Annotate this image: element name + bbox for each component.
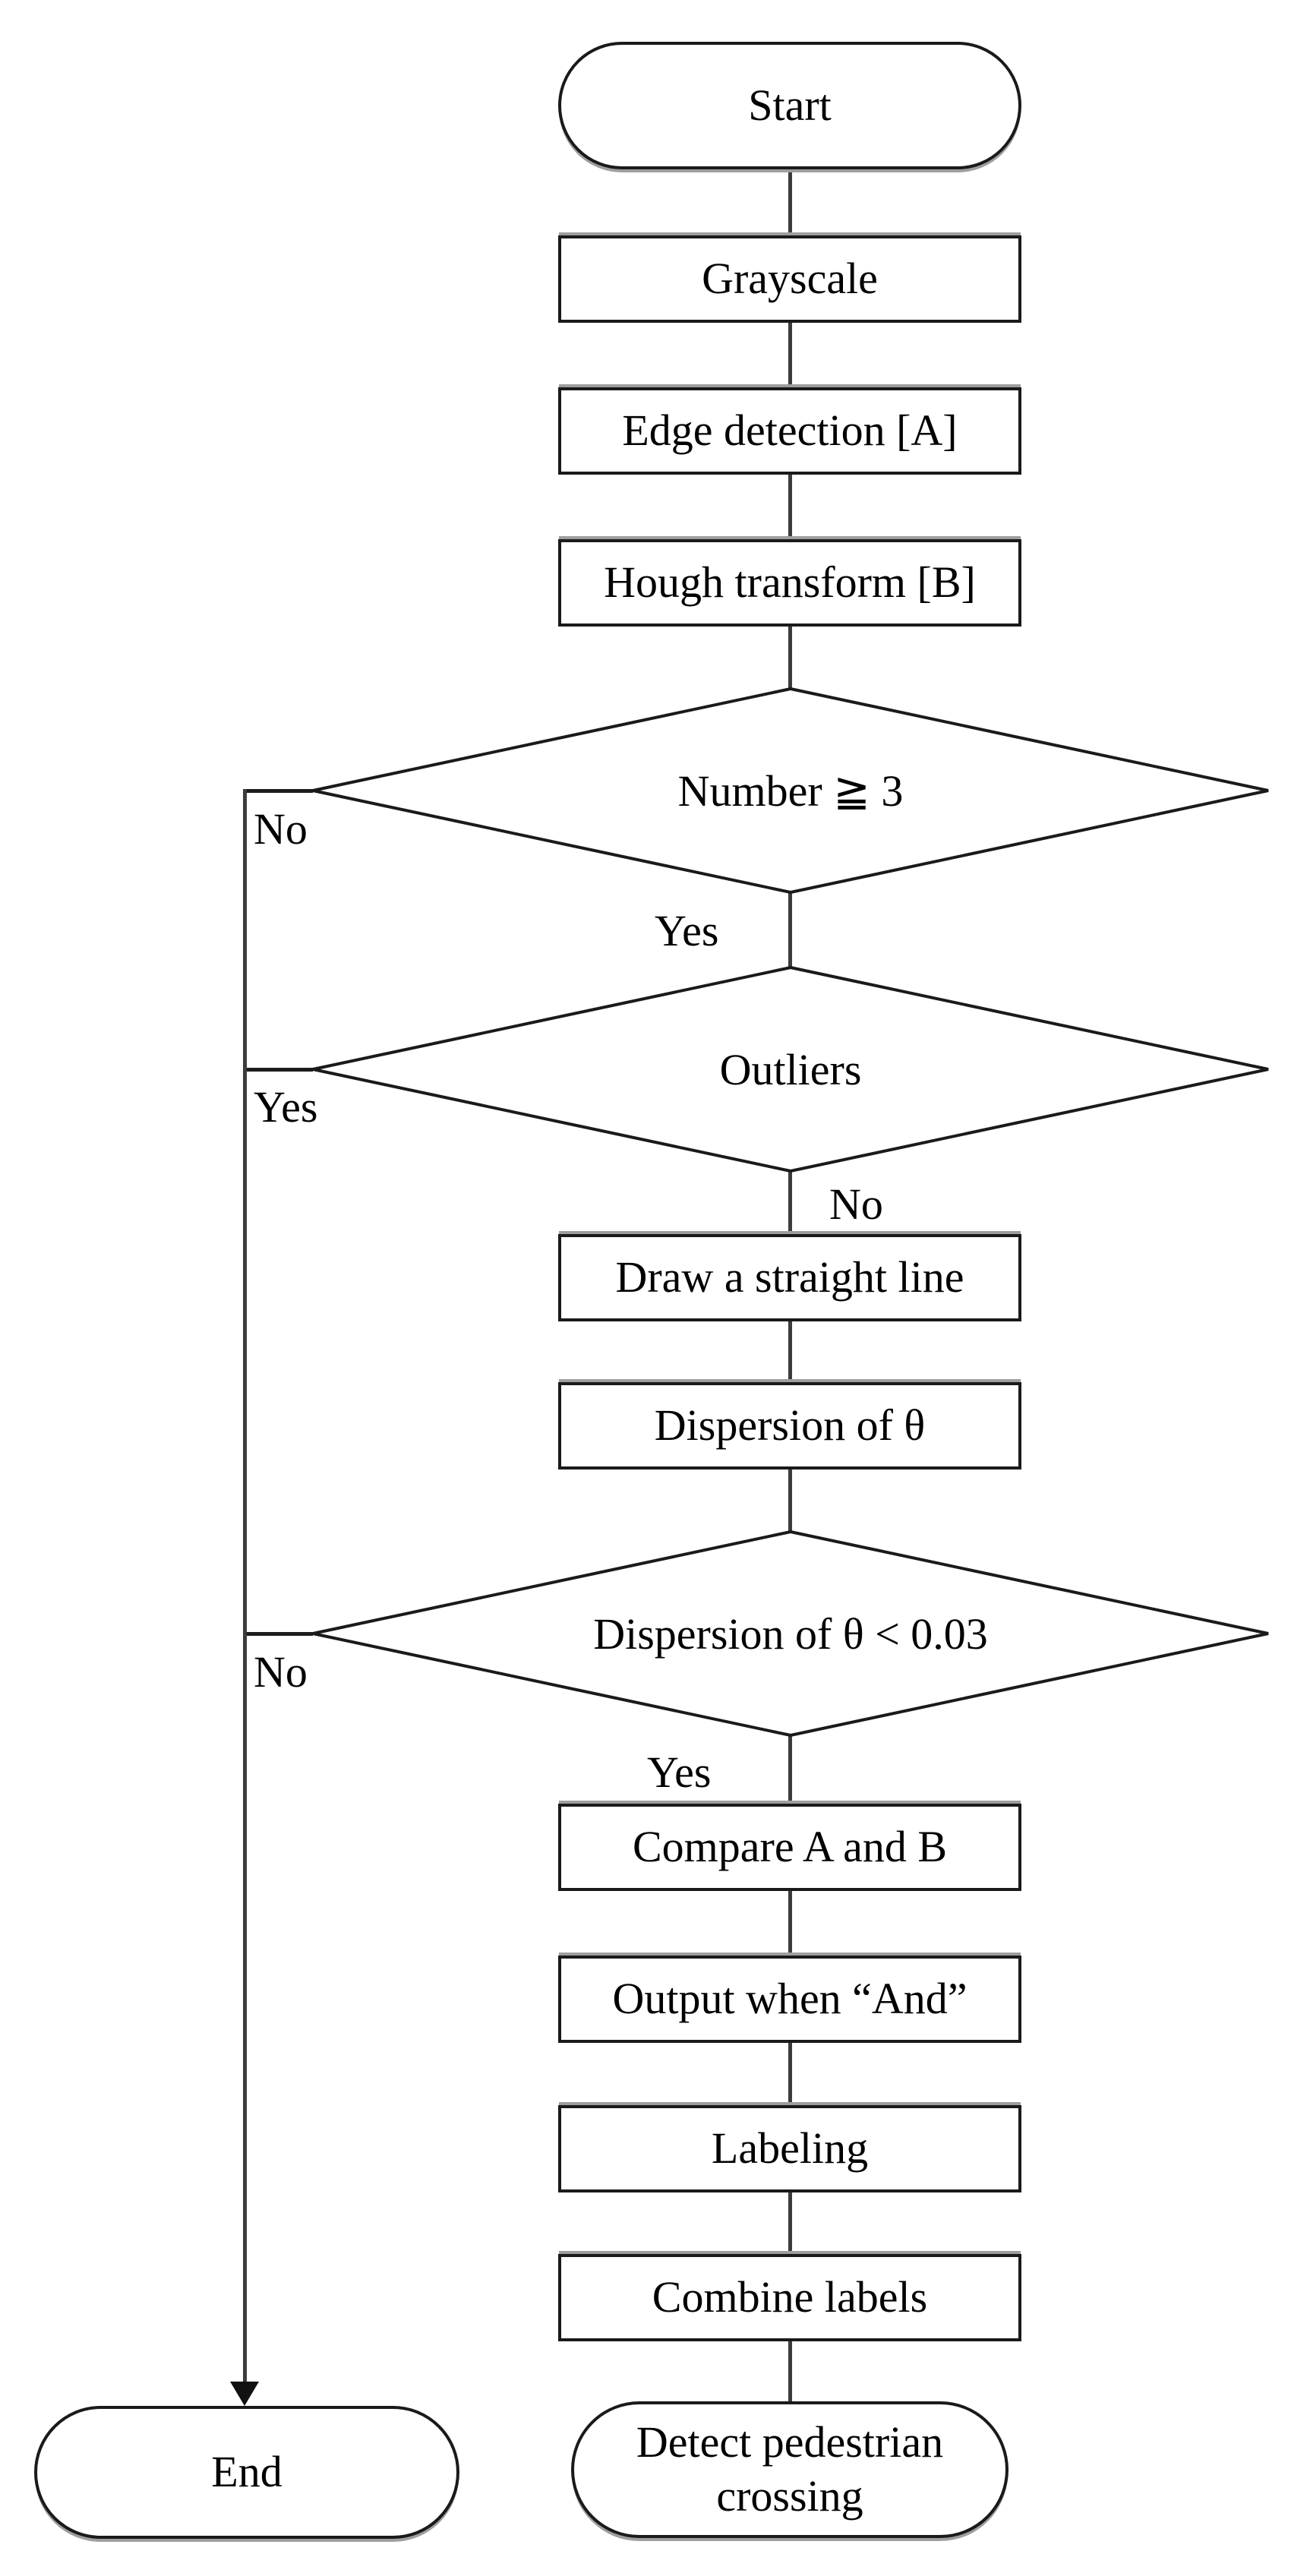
connector-combine-detect	[788, 2340, 792, 2403]
node-dispersion: Dispersion of θ	[558, 1382, 1021, 1470]
node-end-label: End	[211, 2447, 283, 2497]
connector-outliers-yes-stub	[245, 1068, 313, 1072]
connector-number-no-stub	[245, 789, 313, 793]
decision-dispersion: Dispersion of θ < 0.03	[310, 1530, 1271, 1737]
node-grayscale: Grayscale	[558, 235, 1021, 323]
connector-grayscale-edge	[788, 321, 792, 389]
node-compare: Compare A and B	[558, 1804, 1021, 1891]
connector-labeling-combine	[788, 2191, 792, 2256]
node-grayscale-label: Grayscale	[702, 254, 878, 304]
node-hough-transform-label: Hough transform [B]	[604, 557, 976, 608]
connector-edge-hough	[788, 473, 792, 541]
node-detect-crossing-label: Detect pedestrian crossing	[636, 2417, 944, 2521]
decision-number: Number ≧ 3	[310, 687, 1271, 894]
node-draw-line-label: Draw a straight line	[615, 1252, 964, 1302]
decision-outliers-diamond-shape	[312, 966, 1269, 1173]
node-hough-transform: Hough transform [B]	[558, 539, 1021, 627]
node-draw-line: Draw a straight line	[558, 1234, 1021, 1321]
branch-label-outliers-yes: Yes	[254, 1082, 318, 1132]
node-start: Start	[558, 42, 1021, 169]
node-output-and-label: Output when “And”	[612, 1974, 968, 2024]
connector-output-labeling	[788, 2041, 792, 2107]
branch-label-dispersion-yes: Yes	[647, 1747, 712, 1797]
node-end: End	[34, 2406, 459, 2539]
decision-dispersion-label: Dispersion of θ < 0.03	[593, 1608, 988, 1659]
node-output-and: Output when “And”	[558, 1956, 1021, 2043]
decision-dispersion-diamond-shape	[312, 1530, 1269, 1737]
branch-label-dispersion-no: No	[254, 1647, 308, 1697]
node-start-label: Start	[748, 80, 832, 130]
node-labeling: Labeling	[558, 2105, 1021, 2192]
end-arrowhead-icon	[230, 2382, 259, 2406]
branch-label-number-yes: Yes	[655, 906, 719, 955]
node-detect-crossing: Detect pedestrian crossing	[571, 2401, 1009, 2538]
connector-branch-to-end	[243, 789, 247, 2382]
node-combine-labels: Combine labels	[558, 2254, 1021, 2341]
branch-label-number-no: No	[254, 804, 308, 854]
connector-drawline-dispersion	[788, 1320, 792, 1384]
node-edge-detection-label: Edge detection [A]	[622, 406, 958, 456]
node-edge-detection: Edge detection [A]	[558, 387, 1021, 475]
node-compare-label: Compare A and B	[632, 1822, 947, 1872]
connector-compare-output	[788, 1889, 792, 1957]
decision-number-diamond-shape	[312, 687, 1269, 894]
node-combine-labels-label: Combine labels	[652, 2272, 928, 2322]
branch-label-outliers-no: No	[829, 1179, 883, 1229]
decision-outliers: Outliers	[310, 966, 1271, 1173]
connector-start-grayscale	[788, 168, 792, 237]
node-labeling-label: Labeling	[711, 2123, 869, 2174]
decision-number-label: Number ≧ 3	[677, 766, 904, 816]
connector-outliers-drawline	[788, 1171, 792, 1236]
decision-outliers-label: Outliers	[719, 1044, 862, 1094]
connector-number-outliers	[788, 892, 792, 968]
connector-hough-number	[788, 625, 792, 689]
connector-dispersion-no-stub	[245, 1632, 313, 1636]
connector-decision-compare	[788, 1735, 792, 1805]
connector-dispersion-decision	[788, 1468, 792, 1532]
node-dispersion-label: Dispersion of θ	[654, 1400, 926, 1451]
